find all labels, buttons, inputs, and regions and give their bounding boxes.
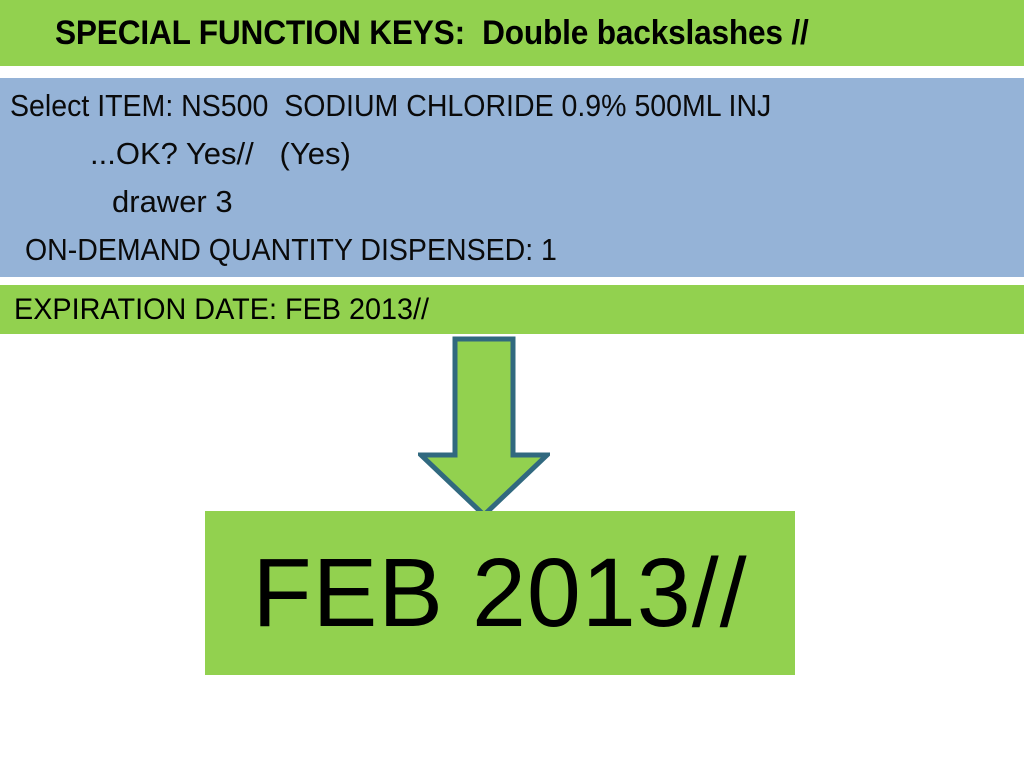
terminal-line-ok-prompt: ...OK? Yes// (Yes) — [90, 136, 351, 171]
title-banner: SPECIAL FUNCTION KEYS: Double backslashe… — [0, 0, 1024, 66]
terminal-output-panel: Select ITEM: NS500 SODIUM CHLORIDE 0.9% … — [0, 78, 1024, 277]
arrow-down-shape — [418, 336, 550, 518]
expiration-callout-box: FEB 2013// — [205, 511, 795, 675]
expiration-callout-value: FEB 2013// — [252, 538, 748, 647]
terminal-line-select-item: Select ITEM: NS500 SODIUM CHLORIDE 0.9% … — [10, 88, 772, 123]
arrow-down-icon — [418, 336, 550, 518]
page-title: SPECIAL FUNCTION KEYS: Double backslashe… — [55, 13, 809, 52]
terminal-line-drawer: drawer 3 — [112, 184, 233, 219]
expiration-date-bar: EXPIRATION DATE: FEB 2013// — [0, 285, 1024, 334]
terminal-line-quantity-dispensed: ON-DEMAND QUANTITY DISPENSED: 1 — [25, 232, 557, 267]
expiration-date-label: EXPIRATION DATE: FEB 2013// — [14, 292, 430, 326]
